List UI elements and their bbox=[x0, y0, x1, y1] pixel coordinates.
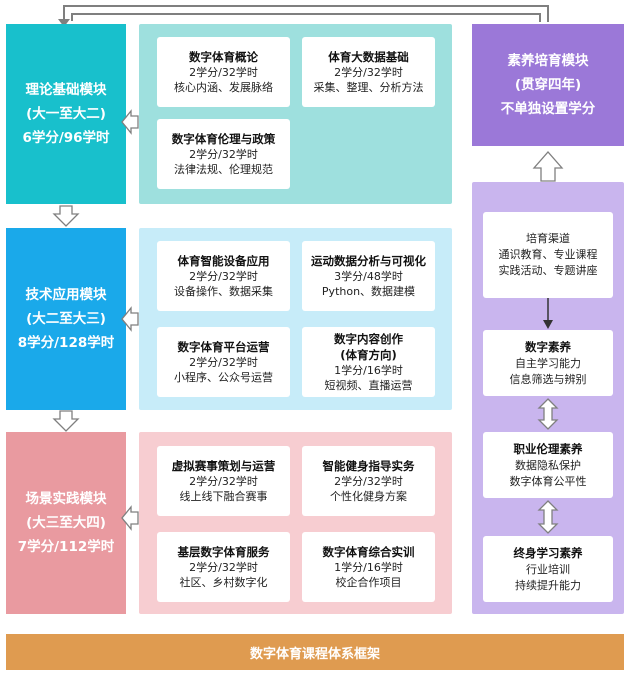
literacy-item-title: 数字素养 bbox=[525, 339, 571, 354]
course-title: 体育智能设备应用 bbox=[177, 254, 270, 268]
course-credits: 2学分/32学时 bbox=[189, 561, 258, 574]
arrow-left-icon bbox=[121, 505, 139, 531]
arrow-left-icon bbox=[121, 306, 139, 332]
course-topic: Python、数据建模 bbox=[321, 285, 416, 298]
course-card: 数字内容创作 (体育方向) 1学分/16学时 短视频、直播运营 bbox=[302, 327, 435, 397]
framework-title-bar: 数字体育课程体系框架 bbox=[6, 634, 624, 670]
module-technology-credits: 8学分/128学时 bbox=[17, 335, 115, 351]
literacy-item-line: 数字体育公平性 bbox=[509, 474, 587, 488]
course-topic: 校企合作项目 bbox=[335, 576, 402, 589]
course-card: 基层数字体育服务 2学分/32学时 社区、乡村数字化 bbox=[157, 532, 290, 602]
course-credits: 1学分/16学时 bbox=[334, 364, 403, 377]
course-topic: 核心内涵、发展脉络 bbox=[174, 81, 273, 94]
module-practice-credits: 7学分/112学时 bbox=[17, 539, 115, 555]
module-practice-years: (大三至大四) bbox=[26, 515, 106, 531]
literacy-item-title: 职业伦理素养 bbox=[513, 441, 583, 456]
course-credits: 2学分/32学时 bbox=[189, 270, 258, 283]
course-title: 基层数字体育服务 bbox=[177, 545, 270, 559]
course-credits: 2学分/32学时 bbox=[189, 356, 258, 369]
course-title: 数字内容创作 bbox=[334, 332, 403, 346]
double-arrow-icon bbox=[537, 398, 559, 430]
course-title: 虚拟赛事策划与运营 bbox=[171, 459, 276, 473]
course-topic: 设备操作、数据采集 bbox=[174, 285, 273, 298]
course-card: 智能健身指导实务 2学分/32学时 个性化健身方案 bbox=[302, 446, 435, 516]
course-title: 体育大数据基础 bbox=[328, 50, 409, 64]
course-card: 体育大数据基础 2学分/32学时 采集、整理、分析方法 bbox=[302, 37, 435, 107]
literacy-item-line: 自主学习能力 bbox=[515, 356, 581, 370]
course-card: 数字体育伦理与政策 2学分/32学时 法律法规、伦理规范 bbox=[157, 119, 290, 189]
arrow-down-icon bbox=[52, 410, 80, 432]
module-technology-years: (大二至大三) bbox=[26, 311, 106, 327]
literacy-channel-line: 通识教育、专业课程 bbox=[498, 248, 598, 261]
arrow-left-icon bbox=[121, 109, 139, 135]
course-topic: 法律法规、伦理规范 bbox=[174, 163, 273, 176]
module-theory: 理论基础模块 (大一至大二) 6学分/96学时 bbox=[6, 24, 126, 204]
module-technology: 技术应用模块 (大二至大三) 8学分/128学时 bbox=[6, 228, 126, 410]
course-credits: 1学分/16学时 bbox=[334, 561, 403, 574]
literacy-item-line: 信息筛选与辨别 bbox=[509, 372, 587, 386]
literacy-item-line: 数据隐私保护 bbox=[515, 458, 581, 472]
course-credits: 2学分/32学时 bbox=[334, 66, 403, 79]
literacy-item-card: 职业伦理素养 数据隐私保护 数字体育公平性 bbox=[483, 432, 613, 498]
course-title: 数字体育平台运营 bbox=[177, 340, 270, 354]
course-credits: 2学分/32学时 bbox=[189, 475, 258, 488]
module-literacy-years: (贯穿四年) bbox=[514, 77, 582, 93]
course-card: 数字体育概论 2学分/32学时 核心内涵、发展脉络 bbox=[157, 37, 290, 107]
course-title: 数字体育伦理与政策 bbox=[171, 132, 276, 146]
course-topic: 线上线下融合赛事 bbox=[179, 490, 268, 503]
module-practice: 场景实践模块 (大三至大四) 7学分/112学时 bbox=[6, 432, 126, 614]
module-literacy: 素养培育模块 (贯穿四年) 不单独设置学分 bbox=[472, 24, 624, 146]
literacy-item-card: 数字素养 自主学习能力 信息筛选与辨别 bbox=[483, 330, 613, 396]
framework-title: 数字体育课程体系框架 bbox=[249, 646, 380, 662]
course-card: 运动数据分析与可视化 3学分/48学时 Python、数据建模 bbox=[302, 241, 435, 311]
literacy-channel-line: 实践活动、专题讲座 bbox=[498, 264, 598, 277]
module-literacy-note: 不单独设置学分 bbox=[500, 101, 596, 117]
course-card: 体育智能设备应用 2学分/32学时 设备操作、数据采集 bbox=[157, 241, 290, 311]
course-credits: 2学分/32学时 bbox=[189, 66, 258, 79]
course-title: 智能健身指导实务 bbox=[322, 459, 415, 473]
course-topic: 小程序、公众号运营 bbox=[174, 371, 273, 384]
course-subtitle: (体育方向) bbox=[340, 348, 397, 362]
course-topic: 社区、乡村数字化 bbox=[179, 576, 268, 589]
course-card: 虚拟赛事策划与运营 2学分/32学时 线上线下融合赛事 bbox=[157, 446, 290, 516]
course-card: 数字体育平台运营 2学分/32学时 小程序、公众号运营 bbox=[157, 327, 290, 397]
course-credits: 2学分/32学时 bbox=[189, 148, 258, 161]
course-topic: 个性化健身方案 bbox=[330, 490, 407, 503]
module-theory-title: 理论基础模块 bbox=[25, 82, 107, 98]
arrow-down-icon bbox=[52, 205, 80, 227]
module-technology-title: 技术应用模块 bbox=[25, 287, 107, 303]
course-title: 运动数据分析与可视化 bbox=[311, 254, 426, 268]
literacy-channel-card: 培育渠道 通识教育、专业课程 实践活动、专题讲座 bbox=[483, 212, 613, 298]
literacy-item-line: 行业培训 bbox=[526, 562, 570, 576]
double-arrow-icon bbox=[537, 500, 559, 534]
module-theory-years: (大一至大二) bbox=[26, 106, 106, 122]
arrow-up-icon bbox=[532, 151, 564, 182]
course-credits: 3学分/48学时 bbox=[334, 270, 403, 283]
course-topic: 短视频、直播运营 bbox=[324, 379, 413, 392]
course-card: 数字体育综合实训 1学分/16学时 校企合作项目 bbox=[302, 532, 435, 602]
literacy-item-title: 终身学习素养 bbox=[513, 545, 583, 560]
course-credits: 2学分/32学时 bbox=[334, 475, 403, 488]
module-literacy-title: 素养培育模块 bbox=[507, 53, 589, 69]
module-theory-credits: 6学分/96学时 bbox=[22, 130, 110, 146]
literacy-item-line: 持续提升能力 bbox=[515, 578, 581, 592]
literacy-item-card: 终身学习素养 行业培训 持续提升能力 bbox=[483, 536, 613, 602]
course-title: 数字体育概论 bbox=[189, 50, 258, 64]
course-title: 数字体育综合实训 bbox=[322, 545, 415, 559]
literacy-channel-title: 培育渠道 bbox=[526, 232, 570, 245]
module-practice-title: 场景实践模块 bbox=[25, 491, 107, 507]
course-topic: 采集、整理、分析方法 bbox=[313, 81, 424, 94]
